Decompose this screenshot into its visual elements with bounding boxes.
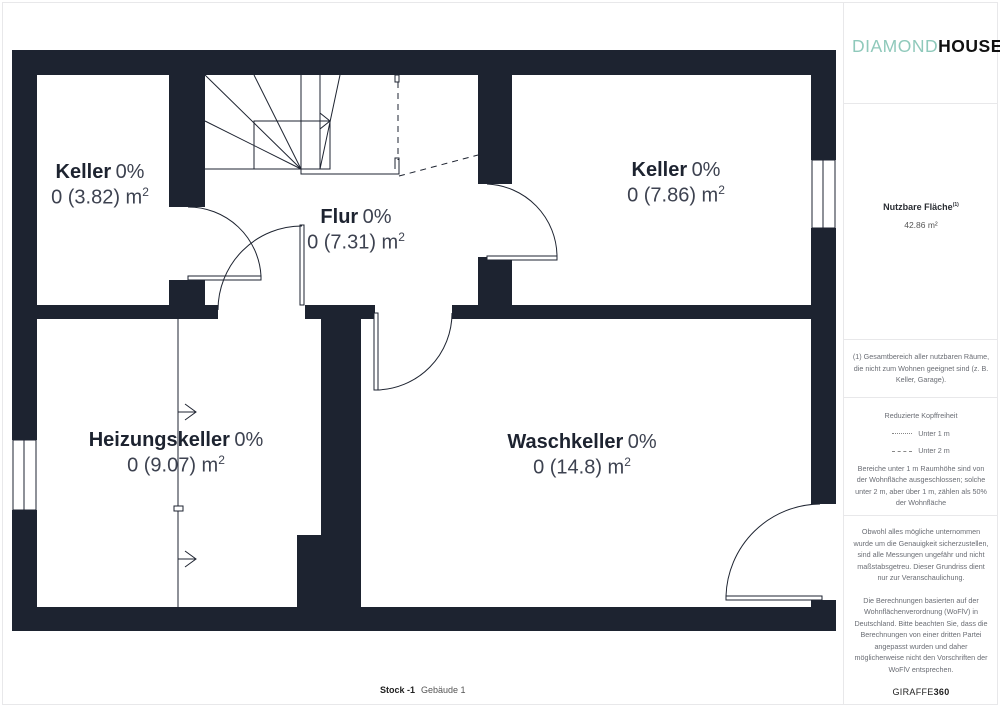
floor-footer: Stock -1 Gebäude 1 [380, 685, 466, 695]
room-label-flur: Flur 0% 0 (7.31) m2 [307, 205, 405, 256]
wall-bottom [12, 607, 836, 631]
wall-right-lower [811, 600, 836, 631]
disclaimer-accuracy: Obwohl alles mögliche unternommen wurde … [853, 527, 989, 582]
room-label-keller-2: Keller 0% 0 (7.86) m2 [627, 158, 725, 209]
walls [12, 50, 836, 631]
room-name: Waschkeller [507, 431, 624, 453]
door-waschkeller-exit [725, 503, 823, 601]
room-label-keller-1: Keller 0% 0 (3.82) m2 [51, 160, 149, 211]
dotted-line-icon [892, 433, 913, 435]
room-area: 0 (14.8) m2 [533, 455, 631, 479]
room-percent: 0% [362, 206, 392, 228]
footnote-section: (1) Gesamtbereich aller nutzbaren Räume,… [844, 340, 998, 398]
wall-h-keller1-bottom [12, 305, 218, 319]
wall-h-keller2-bottom [452, 305, 836, 319]
room-area: 0 (3.82) m2 [51, 185, 149, 209]
door-keller2 [486, 183, 558, 261]
disclaimer-wofiv: Die Berechnungen basierten auf der Wohnf… [854, 595, 988, 674]
door-flur-left [217, 224, 305, 311]
wall-top [12, 50, 836, 75]
usable-area-section: Nutzbare Fläche(1) 42.86 m² [844, 104, 998, 340]
room-percent: 0% [691, 159, 721, 181]
room-name: Heizungskeller [88, 429, 230, 451]
wall-right-upper [811, 50, 836, 160]
room-name: Flur [320, 206, 359, 228]
building-label: Gebäude 1 [421, 685, 466, 695]
wall-right-middle [811, 228, 836, 504]
floor-label: Stock -1 [380, 685, 416, 695]
footnote-text: (1) Gesamtbereich aller nutzbaren Räume,… [852, 352, 990, 384]
windows [12, 159, 836, 511]
room-label-heizungskeller: Heizungskeller 0% 0 (9.07) m2 [89, 428, 264, 479]
dashed-line-icon [892, 450, 913, 452]
door-waschkeller-top [373, 312, 453, 391]
room-area: 0 (7.31) m2 [307, 230, 405, 254]
legend-under-1m: Unter 1 m [852, 428, 990, 440]
wall-heiz-notch [297, 535, 361, 631]
room-area: 0 (9.07) m2 [127, 453, 225, 477]
floorplan-drawing [12, 50, 836, 631]
room-percent: 0% [115, 161, 145, 183]
wall-left-upper [12, 50, 37, 440]
disclaimer-section: Obwohl alles mögliche unternommen wurde … [844, 516, 998, 705]
info-sidebar: DIAMONDHOUSE Nutzbare Fläche(1) 42.86 m²… [843, 3, 1000, 705]
room-name: Keller [631, 159, 688, 181]
headroom-note: Bereiche unter 1 m Raumhöhe sind von der… [855, 463, 987, 508]
provider-logo: GIRAFFE360 [892, 687, 950, 697]
room-name: Keller [55, 161, 112, 183]
wall-keller1-right-upper [169, 50, 205, 207]
room-area: 0 (7.86) m2 [627, 183, 725, 207]
headroom-title: Reduzierte Kopffreiheit [884, 411, 958, 420]
room-label-waschkeller: Waschkeller 0% 0 (14.8) m2 [507, 430, 656, 481]
headroom-section: Reduzierte Kopffreiheit Unter 1 m Unter … [844, 398, 998, 516]
usable-area-value: 42.86 m² [904, 219, 938, 230]
room-percent: 0% [627, 431, 657, 453]
staircase [204, 74, 479, 177]
logo-section: DIAMONDHOUSE [844, 3, 1000, 104]
room-percent: 0% [234, 429, 264, 451]
legend-under-2m: Unter 2 m [852, 445, 990, 457]
brand-logo: DIAMONDHOUSE [852, 36, 1000, 56]
heizung-divider [173, 319, 197, 607]
wall-keller2-left-lower [478, 257, 512, 319]
usable-area-title: Nutzbare Fläche(1) [883, 202, 959, 212]
doors [187, 183, 823, 601]
wall-keller2-left-upper [478, 50, 512, 184]
